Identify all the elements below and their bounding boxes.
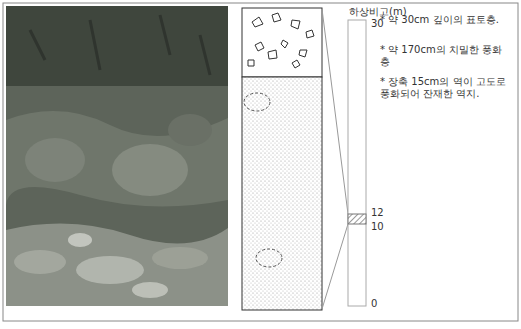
height-scale — [348, 20, 366, 306]
leader-line — [322, 9, 348, 214]
scale-number: 0 — [371, 298, 377, 310]
scale-number: 10 — [371, 221, 384, 233]
leader-line — [322, 224, 348, 309]
note-text: * 약 30cm 깊이의 표토층. — [380, 14, 512, 26]
outcrop-photo — [6, 6, 228, 306]
note-text: * 약 170cm의 치밀한 풍화층 — [380, 44, 512, 68]
note-text: * 장축 15cm의 역이 고도로 풍화되어 잔재한 역지. — [380, 76, 512, 100]
scale-number: 12 — [371, 207, 384, 219]
frame — [3, 3, 518, 321]
strata-column — [242, 8, 322, 310]
